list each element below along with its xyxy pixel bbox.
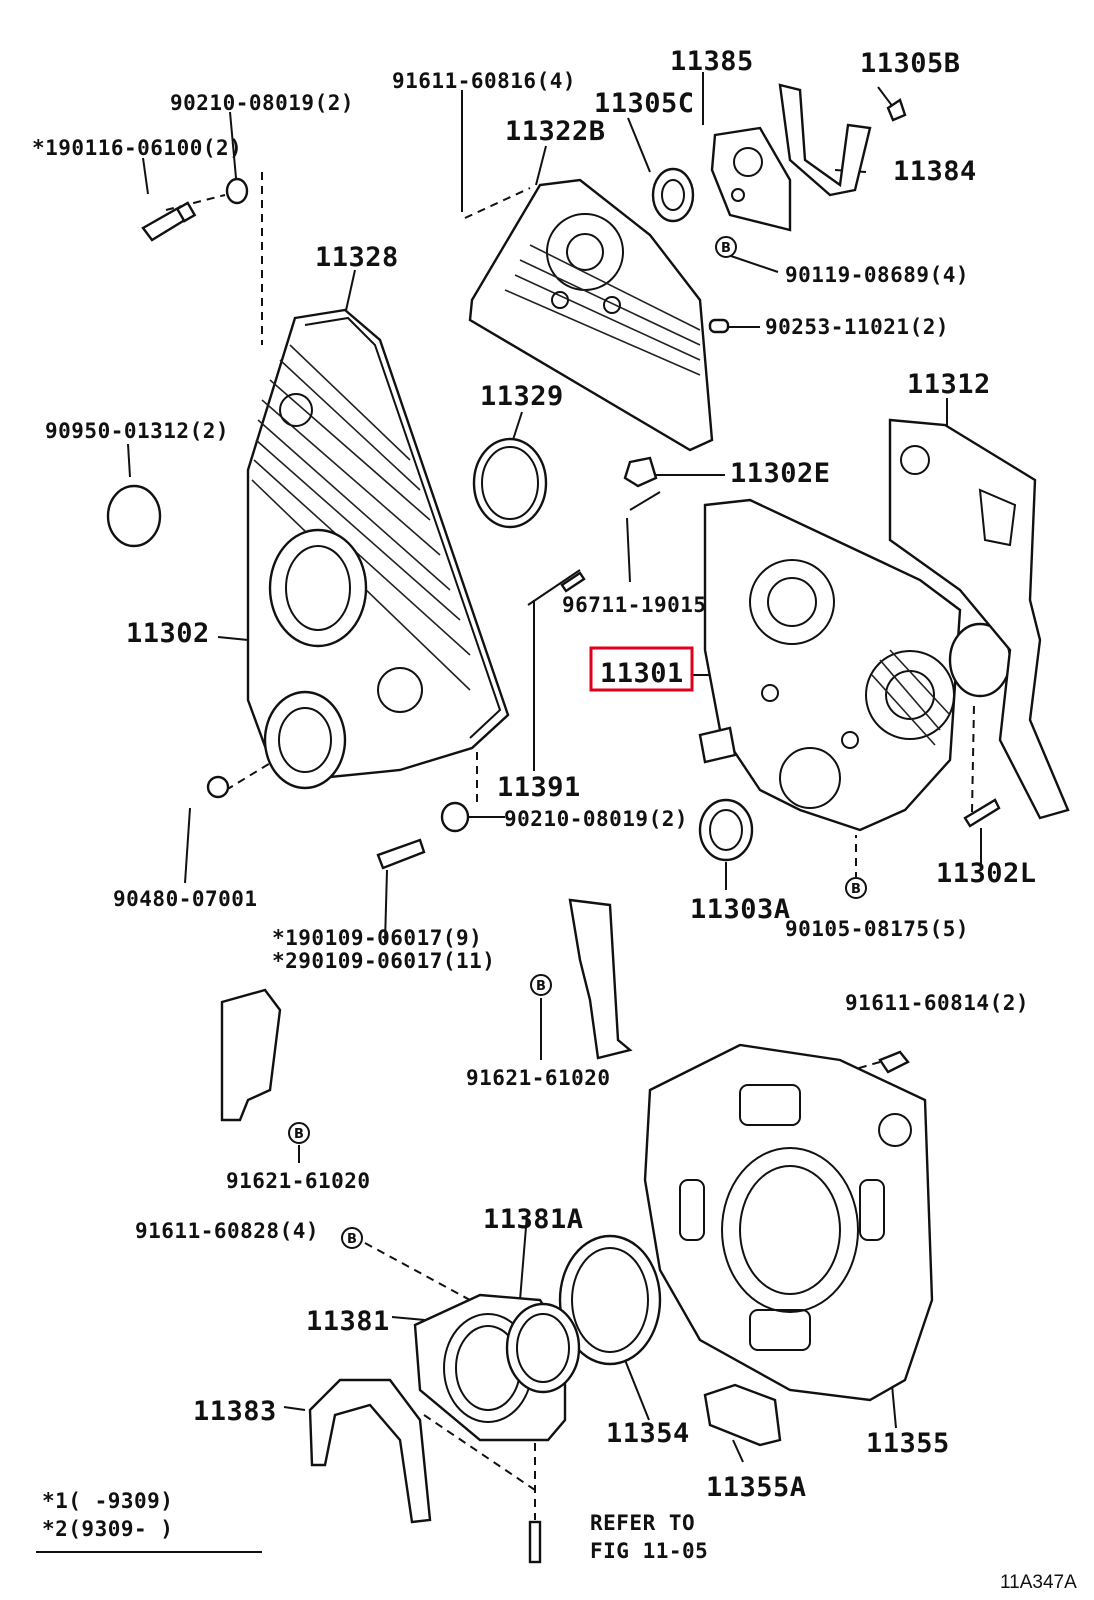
label-91611-60816: 91611-60816(4) [392,69,576,93]
label-91611-60828: 91611-60828(4) [135,1219,319,1243]
pin-96711 [629,491,661,511]
label-90210-08019-mid: 90210-08019(2) [504,807,688,831]
plate-11355 [643,1043,934,1402]
label-11305b: 11305B [860,48,961,79]
highlight-box-11301 [589,646,694,692]
pin-11305b [886,98,907,122]
label-11355a: 11355A [706,1472,807,1503]
label-90116-06100: *190116-06100(2) [32,136,242,160]
gasket-11312 [888,418,1070,820]
cover-11355a [703,1383,782,1447]
bolt-90119 [715,236,737,258]
label-11322b: 11322B [505,116,606,147]
label-90109-06017-b: *290109-06017(11) [272,949,495,973]
cover-11322b [468,178,714,452]
label-11328: 11328 [315,242,399,273]
svg-text:B: B [536,979,546,994]
bracket-11384 [778,83,872,197]
cap-11302e [623,456,658,488]
part-illustrations: B [106,83,1070,1564]
label-11301: 11301 [600,658,684,689]
label-90253-11021: 90253-11021(2) [765,315,949,339]
bolt-91611-60828 [341,1227,363,1249]
stud-11302l [963,798,1001,828]
bracket-91621-a [568,898,633,1060]
label-11302l: 11302L [936,858,1037,889]
bolt-91621-a [530,974,552,996]
label-11383: 11383 [193,1396,277,1427]
washer-90210-mid [440,801,470,833]
retainer-11381 [413,1293,581,1442]
note-2: *2(9309- ) [42,1517,173,1541]
label-90109-06017-a: *190109-06017(9) [272,926,482,950]
seal-11303a [698,798,754,862]
washer-90480 [206,775,230,799]
note-1: *1( -9309) [42,1489,173,1513]
svg-text:B: B [294,1127,304,1142]
case-11301 [698,498,1012,832]
label-91621-61020-a: 91621-61020 [466,1066,611,1090]
seal-11329 [472,437,548,529]
label-11381a: 11381A [483,1204,584,1235]
label-11305c: 11305C [594,88,695,119]
label-90950-01312: 90950-01312(2) [45,419,229,443]
label-11355: 11355 [866,1428,950,1459]
label-11312: 11312 [907,369,991,400]
label-90105-08175: 90105-08175(5) [785,917,969,941]
label-90210-08019-top: 90210-08019(2) [170,91,354,115]
guide-11391 [527,569,581,606]
label-11354: 11354 [606,1418,690,1449]
label-90480-07001: 90480-07001 [113,887,258,911]
bolt-91621-b [288,1122,310,1144]
washer-90210-top [225,177,249,205]
bolt-90109 [376,838,426,870]
figure-code: 11A347A [1000,1572,1077,1593]
cover-11302 [246,308,510,790]
bolt-90116 [141,201,197,242]
label-11391: 11391 [497,772,581,803]
seal-11354 [558,1234,662,1366]
label-11385: 11385 [670,46,754,77]
plug-90950 [106,484,162,548]
label-11381: 11381 [306,1306,390,1337]
label-90119-08689: 90119-08689(4) [785,263,969,287]
label-96711-19015: 96711-19015 [562,593,707,617]
label-11384: 11384 [893,156,977,187]
bracket-11385 [710,126,792,232]
refer-line-1: REFER TO [590,1511,695,1535]
svg-text:B: B [347,1232,357,1247]
svg-text:B: B [851,882,861,897]
label-91621-61020-b: 91621-61020 [226,1169,371,1193]
label-11302e: 11302E [730,458,831,489]
stud-refer [528,1520,542,1564]
seal-11383 [308,1378,432,1524]
label-11303a: 11303A [690,894,791,925]
part-labels: 90210-08019(2) 91611-60816(4) 11385 1130… [32,46,1037,1503]
bracket-91621-b [220,988,282,1122]
refer-line-2: FIG 11-05 [590,1539,708,1563]
bolt-90105 [845,877,867,899]
label-11329: 11329 [480,381,564,412]
label-91611-60814: 91611-60814(2) [845,991,1029,1015]
seal-11305c [651,167,695,223]
pin-90253 [708,318,730,334]
svg-text:B: B [721,241,731,256]
label-11302: 11302 [126,618,210,649]
footnotes: *1( -9309) *2(9309- ) REFER TO FIG 11-05 [36,1489,708,1563]
bolt-91611-60814 [878,1050,910,1074]
